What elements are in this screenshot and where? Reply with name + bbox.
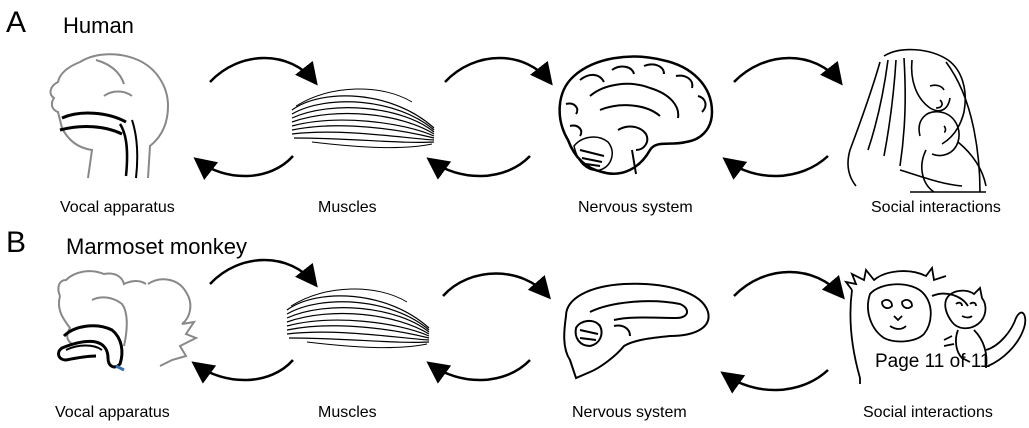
marmoset-brain-icon <box>564 284 708 378</box>
arrow-b-social-to-brain <box>724 370 828 390</box>
arrow-a-brain-to-social <box>734 58 840 82</box>
human-brain-icon <box>560 57 712 174</box>
arrow-b-brain-to-muscles <box>430 360 530 380</box>
page-number-note: Page 11 of 11 <box>875 352 991 372</box>
muscle-fiber-icon <box>287 289 429 348</box>
arrow-a-muscles-to-vocal <box>197 156 293 176</box>
arrow-b-vocal-to-muscles <box>210 260 315 284</box>
arrow-a-muscles-to-brain <box>445 58 550 82</box>
arrow-a-social-to-brain <box>726 156 828 176</box>
arrow-a-brain-to-muscles <box>430 156 530 176</box>
arrow-a-vocal-to-muscles <box>210 58 315 82</box>
mother-and-child-icon <box>848 50 986 192</box>
arrow-b-brain-to-social <box>734 272 842 296</box>
marmoset-vocal-tract-icon <box>58 271 196 370</box>
arrow-b-muscles-to-brain <box>443 274 548 297</box>
human-vocal-tract-icon <box>51 54 168 178</box>
arrow-b-muscles-to-vocal <box>195 360 293 380</box>
muscle-fiber-icon <box>292 89 434 148</box>
